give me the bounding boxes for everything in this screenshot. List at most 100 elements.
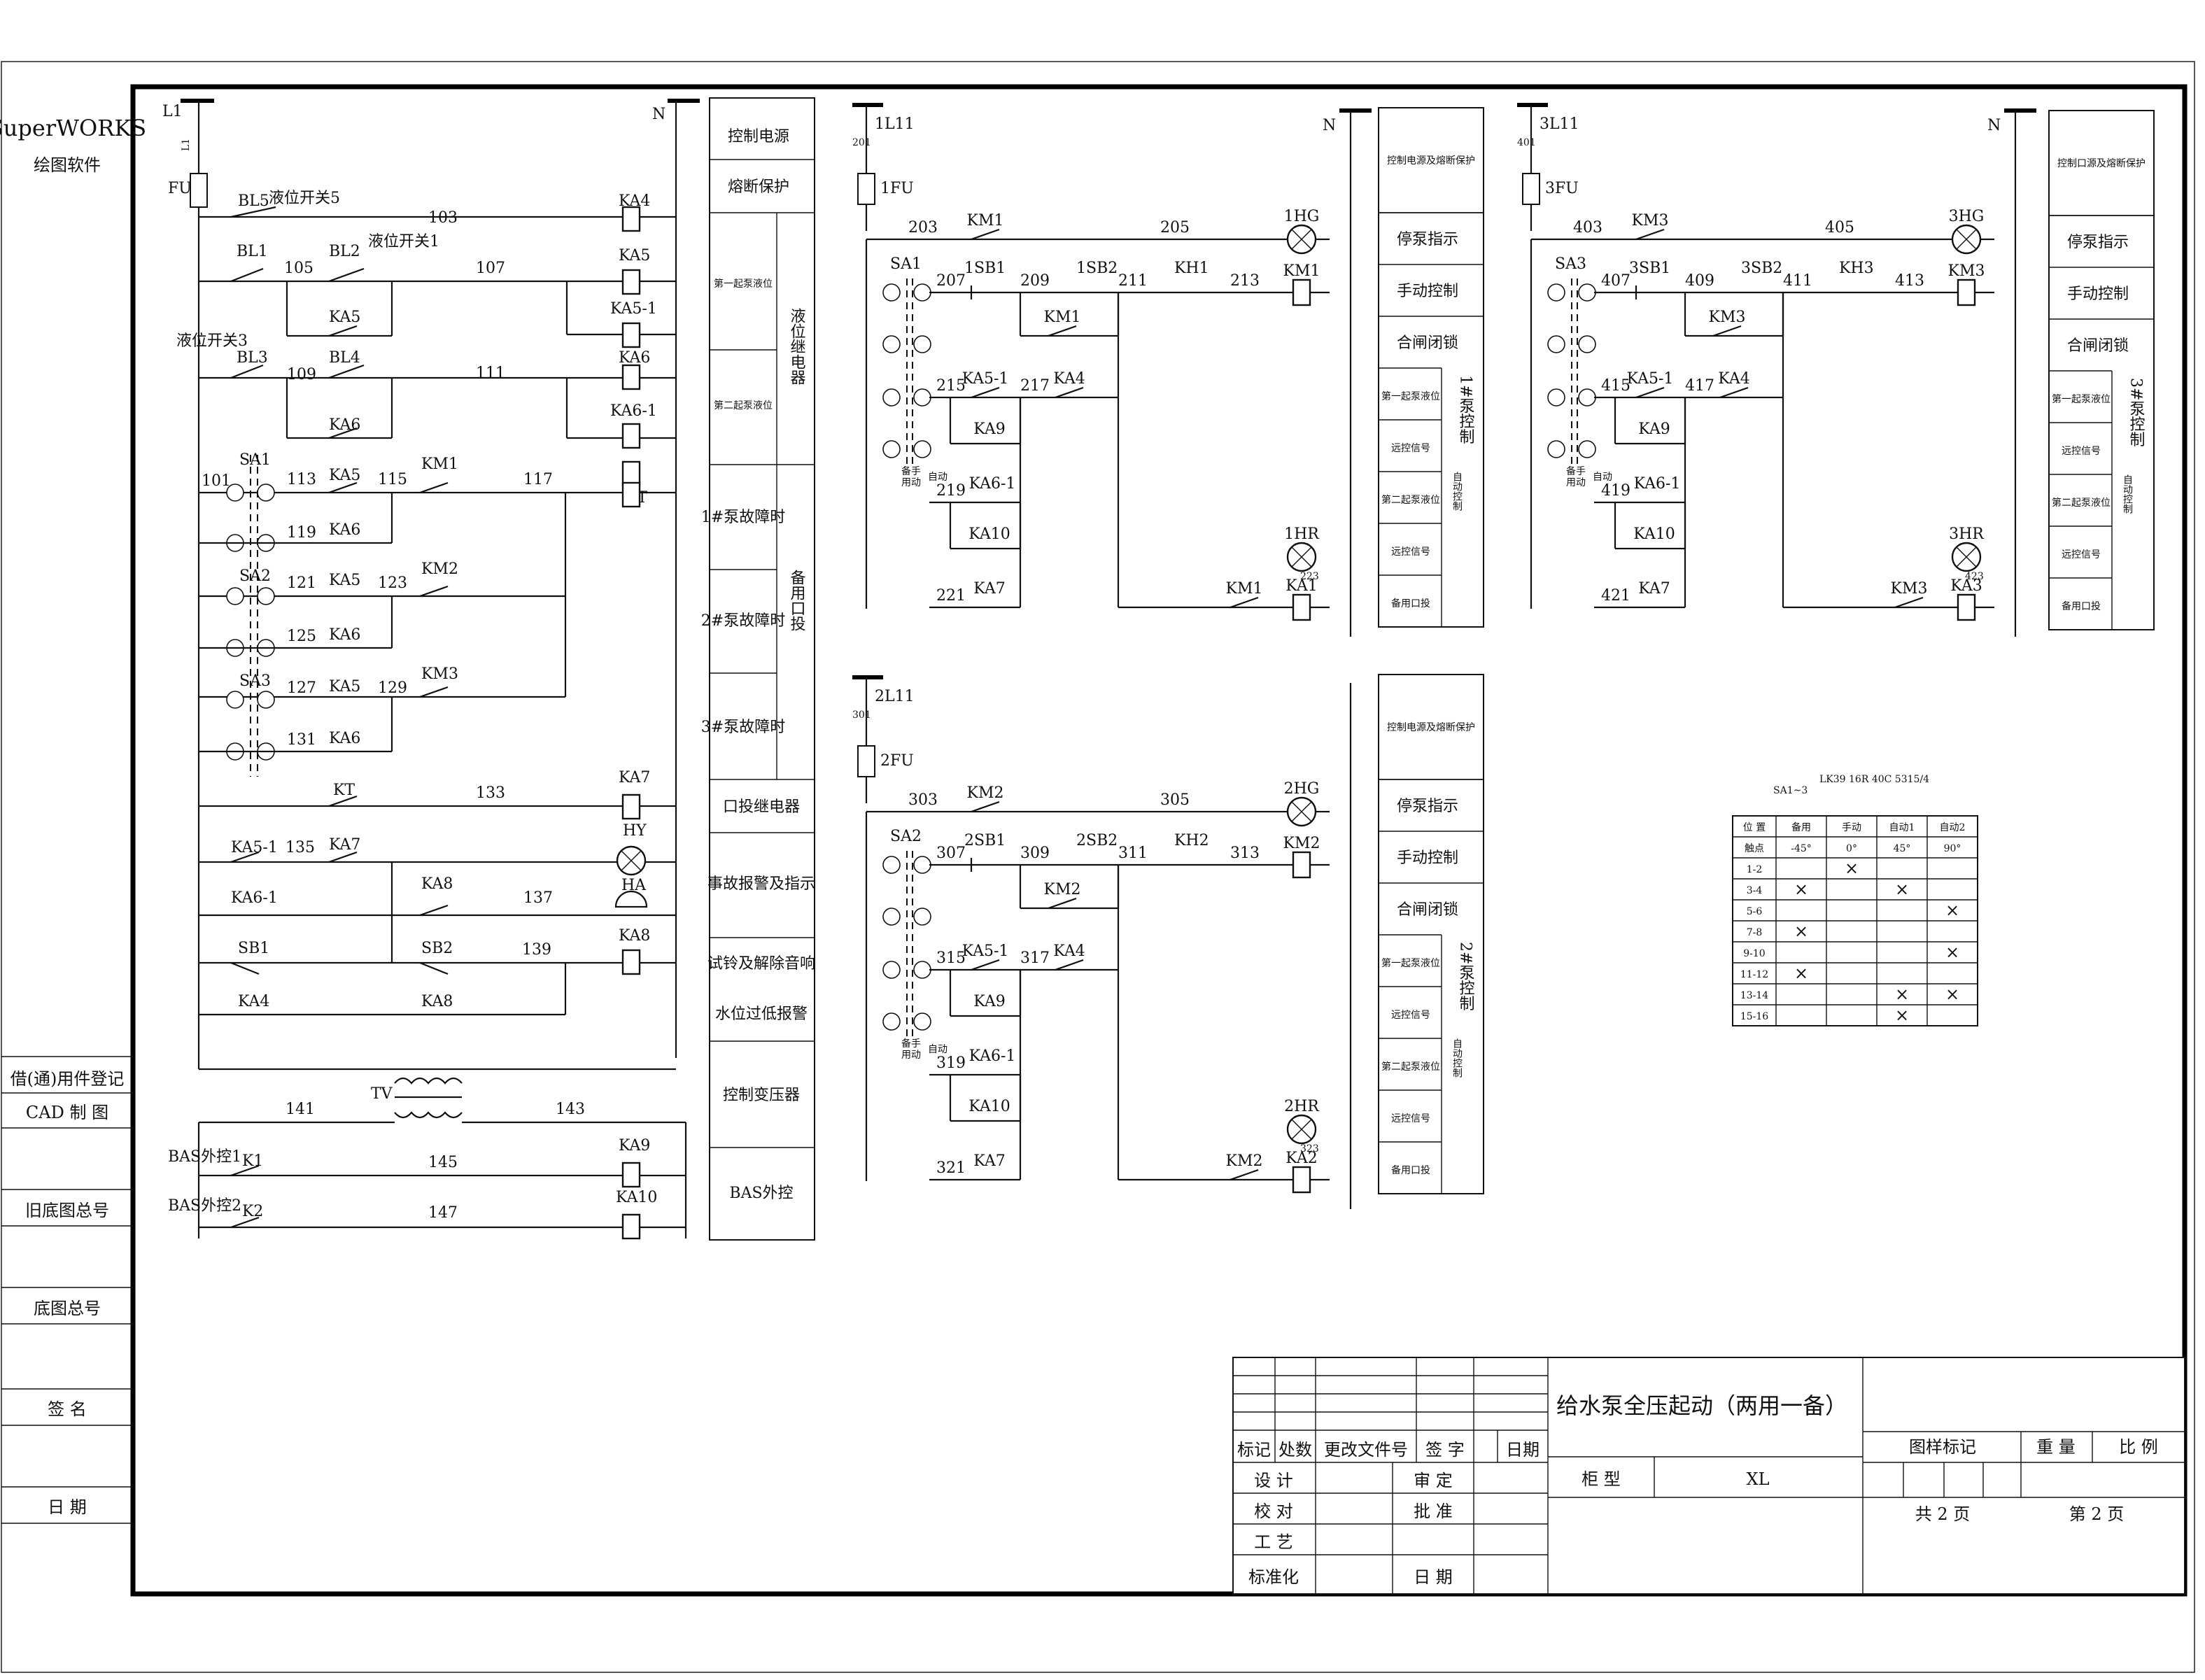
contact-ka10: KA10 bbox=[1633, 525, 1675, 543]
wire-label: 313 bbox=[1230, 845, 1260, 862]
wire-131: 131 bbox=[287, 731, 316, 749]
switch-contact: 13-14 bbox=[1740, 990, 1768, 1001]
contact-km1: KM1 bbox=[421, 456, 458, 473]
fn-pump3-fault: 3#泵故障时 bbox=[701, 719, 785, 736]
wire-117: 117 bbox=[523, 471, 553, 488]
panel-item-1: 停泵指示 bbox=[1397, 231, 1458, 248]
bas2-label: BAS外控2 bbox=[168, 1197, 241, 1215]
tb-hdr-count: 处数 bbox=[1278, 1440, 1312, 1460]
mode-label: 用动 bbox=[901, 1050, 921, 1061]
coil-ka7-label: KA7 bbox=[619, 769, 650, 786]
wire bbox=[1055, 959, 1084, 971]
wire-label: 419 bbox=[1601, 482, 1630, 500]
bus-l1-label: L1 bbox=[162, 103, 183, 120]
wire-107: 107 bbox=[476, 260, 505, 277]
contact-KM2: KM2 bbox=[967, 784, 1004, 802]
coil-KA3-label: KA3 bbox=[1950, 577, 1982, 595]
wire-121: 121 bbox=[287, 574, 316, 592]
aux-contact: KM2 bbox=[1226, 1152, 1263, 1170]
contact-ka8-label: KA8 bbox=[421, 875, 453, 893]
wire-label: 221 bbox=[936, 587, 966, 605]
software-subtitle: 绘图软件 bbox=[34, 155, 101, 175]
panel-item-7: 远控信号 bbox=[1391, 1113, 1430, 1124]
switch-mark: × bbox=[1895, 880, 1909, 899]
bl5-label: BL5 bbox=[238, 192, 269, 210]
wire bbox=[1894, 596, 1924, 609]
panel-frame bbox=[1378, 107, 1484, 628]
panel-item-6: 第二起泵液位 bbox=[1381, 1061, 1440, 1073]
wire bbox=[1712, 325, 1742, 337]
contact-km3: KM3 bbox=[421, 665, 458, 683]
switch-header-2: -45° bbox=[1791, 843, 1812, 854]
mode-label: 用动 bbox=[901, 477, 921, 488]
tb-page-no: 第 2 页 bbox=[2069, 1504, 2125, 1524]
wire bbox=[1719, 386, 1749, 399]
mode-label: 自动 bbox=[928, 472, 947, 483]
fn-backup-relay: 口投继电器 bbox=[723, 798, 800, 816]
coil-KM1-label: KM1 bbox=[1283, 262, 1320, 280]
wire-label: 207 bbox=[936, 272, 966, 290]
coil-ka9 bbox=[621, 1162, 641, 1188]
tb-role-design: 设 计 bbox=[1254, 1471, 1293, 1490]
coil-ka5-1-label: KA5-1 bbox=[610, 300, 657, 318]
thermal-relay-label: KH2 bbox=[1174, 832, 1209, 849]
panel-item-6: 第二起泵液位 bbox=[1381, 494, 1440, 506]
outer-frame bbox=[1, 61, 2195, 1673]
coil-ka5 bbox=[621, 269, 641, 295]
fn-low-water-alarm: 水位过低报警 bbox=[715, 1005, 808, 1023]
coil-ka5-label: KA5 bbox=[619, 247, 650, 264]
contact-ka6-1b: KA6-1 bbox=[231, 889, 278, 907]
registry-label-5: 签 名 bbox=[48, 1399, 87, 1419]
coil-ka10-label: KA10 bbox=[616, 1189, 657, 1206]
wire bbox=[1230, 1169, 1259, 1181]
wire bbox=[1230, 596, 1259, 609]
thermal-relay-label: KH3 bbox=[1839, 260, 1874, 277]
terminal bbox=[1547, 283, 1565, 302]
panel-frame bbox=[1378, 674, 1484, 1194]
fn-pump1-fault: 1#泵故障时 bbox=[701, 509, 785, 526]
wire-label: 305 bbox=[1160, 791, 1190, 809]
sa3-label: SA3 bbox=[239, 672, 271, 690]
panel-item-4: 第一起泵液位 bbox=[2052, 393, 2111, 405]
wire bbox=[1048, 325, 1077, 337]
tb-role-approve: 批 准 bbox=[1414, 1502, 1453, 1521]
contact-ka4: KA4 bbox=[1053, 943, 1085, 960]
stop-button-label: 2SB1 bbox=[964, 832, 1006, 849]
switch-mark: × bbox=[1945, 901, 1959, 920]
wire-label: 409 bbox=[1685, 272, 1714, 290]
tb-total-pages: 共 2 页 bbox=[1915, 1504, 1971, 1524]
tb-hdr-docno: 更改文件号 bbox=[1324, 1440, 1408, 1460]
wire-label: 307 bbox=[936, 845, 966, 862]
mode-label: 备手 bbox=[901, 1038, 921, 1050]
wire bbox=[1956, 229, 1977, 250]
wire-label: 219 bbox=[936, 482, 966, 500]
contact-ka5-d: KA5 bbox=[329, 678, 360, 696]
software-name: SuperWORKS bbox=[0, 115, 146, 141]
wire-135: 135 bbox=[286, 839, 315, 856]
panel-item-3: 合闸闭锁 bbox=[1397, 334, 1458, 352]
tb-drawing-title: 给水泵全压起动（两用一备） bbox=[1556, 1392, 1847, 1419]
coil-ka6-1 bbox=[621, 423, 641, 449]
terminal bbox=[882, 961, 901, 979]
registry-label-4: 底图总号 bbox=[34, 1299, 101, 1318]
wire-129: 129 bbox=[378, 679, 407, 697]
switch-header-2: 90° bbox=[1944, 843, 1961, 854]
terminal bbox=[1547, 388, 1565, 407]
terminal bbox=[913, 908, 931, 926]
terminal bbox=[882, 908, 901, 926]
n-label: N bbox=[1987, 117, 2001, 134]
contact-k1-label: K1 bbox=[242, 1152, 263, 1170]
panel-item-1: 停泵指示 bbox=[2067, 234, 2129, 251]
l1-wire-label: L1 bbox=[181, 139, 192, 151]
terminal bbox=[913, 1012, 931, 1031]
panel-item-4: 第一起泵液位 bbox=[1381, 957, 1440, 969]
transformer-tv-label: TV bbox=[371, 1085, 393, 1103]
contact-ka9: KA9 bbox=[973, 421, 1005, 438]
coil-ka4 bbox=[621, 206, 641, 232]
contact-ka10: KA10 bbox=[968, 1098, 1010, 1115]
bl2-text: 液位开关1 bbox=[368, 233, 439, 250]
wire-127: 127 bbox=[287, 679, 316, 697]
switch-mark: × bbox=[1794, 880, 1808, 899]
